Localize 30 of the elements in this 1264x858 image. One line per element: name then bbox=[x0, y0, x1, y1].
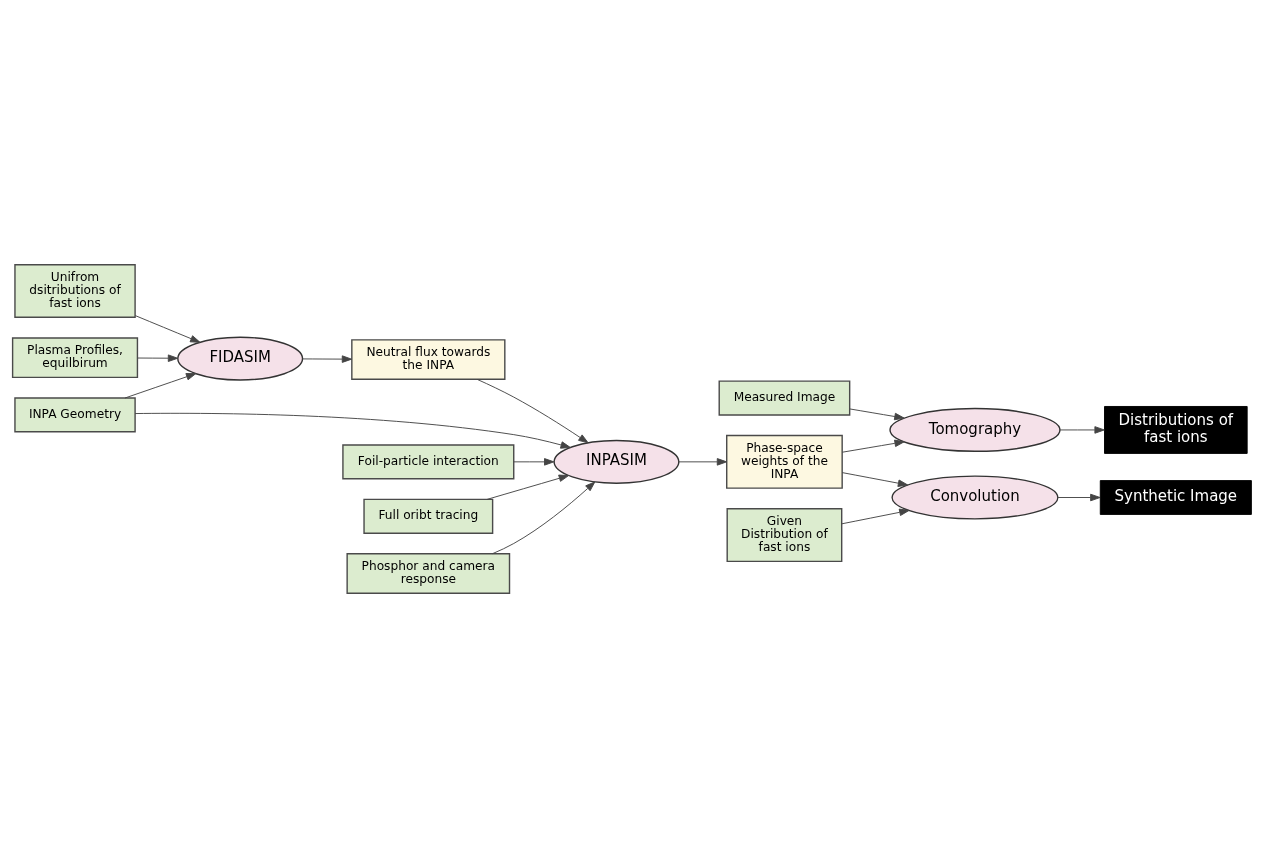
arrow bbox=[1059, 426, 1105, 434]
arrow bbox=[1057, 493, 1101, 502]
node-box: Full oribt tracing bbox=[363, 498, 494, 534]
arrow bbox=[513, 458, 555, 466]
node-ellipse: Convolution bbox=[891, 475, 1059, 520]
node-box: Distributions of fast ions bbox=[1104, 406, 1248, 454]
node-box: INPA Geometry bbox=[14, 397, 136, 433]
arrow bbox=[486, 474, 570, 500]
node-box: Synthetic Image bbox=[1099, 480, 1252, 515]
node-box: Unifrom dsitributions of fast ions bbox=[14, 264, 136, 318]
arrow bbox=[134, 412, 571, 449]
node-ellipse: Tomography bbox=[889, 407, 1061, 452]
node-box: Plasma Profiles, equilbirum bbox=[11, 337, 139, 379]
arrow bbox=[476, 378, 589, 444]
arrow bbox=[124, 373, 197, 399]
arrow bbox=[492, 481, 596, 555]
node-box: Neutral flux towards the INPA bbox=[351, 339, 506, 380]
arrow bbox=[678, 458, 728, 466]
node-box: Foil-particle interaction bbox=[342, 444, 515, 480]
arrow bbox=[841, 508, 910, 525]
node-box: Measured Image bbox=[718, 380, 851, 416]
node-box: Phase-space weights of the INPA bbox=[726, 434, 843, 489]
arrow bbox=[137, 354, 179, 362]
arrow bbox=[849, 408, 905, 421]
arrow bbox=[841, 439, 905, 453]
node-box: Phosphor and camera response bbox=[346, 553, 511, 594]
node-box: Given Distribution of fast ions bbox=[726, 508, 843, 563]
arrow bbox=[302, 355, 353, 363]
arrow bbox=[134, 315, 201, 343]
arrow bbox=[841, 472, 909, 487]
